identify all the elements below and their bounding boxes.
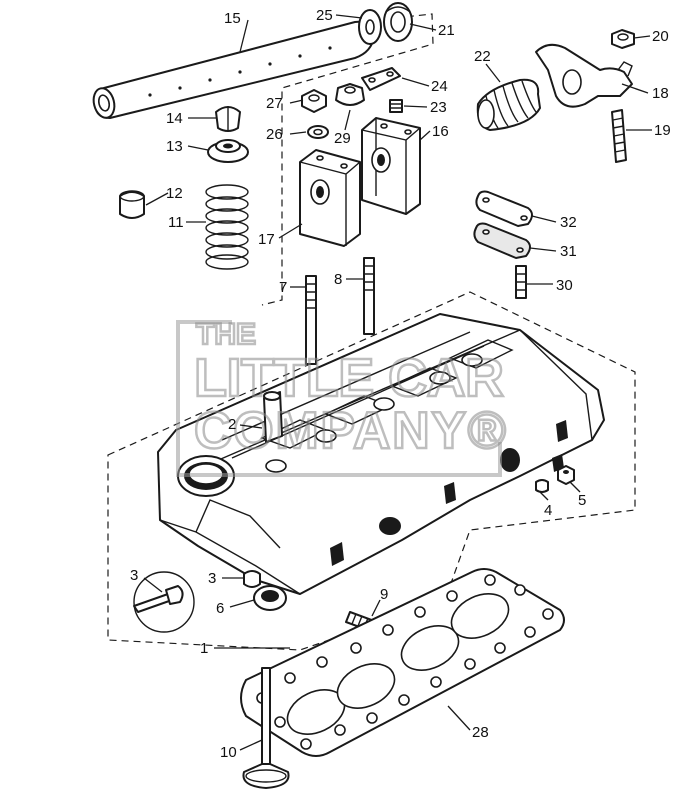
callout-5: 5 <box>578 492 586 509</box>
cover-gasket <box>473 222 531 259</box>
callout-30: 30 <box>556 277 573 294</box>
callout-19: 19 <box>654 122 671 139</box>
callout-16: 16 <box>432 123 449 140</box>
callout-28: 28 <box>472 724 489 741</box>
nut-small <box>557 465 575 485</box>
callout-32: 32 <box>560 214 577 231</box>
cover-plate <box>475 190 533 227</box>
callout-31: 31 <box>560 243 577 260</box>
stud-short <box>363 257 375 335</box>
callout-11: 11 <box>168 214 184 231</box>
callout-13: 13 <box>166 138 183 155</box>
plug-small <box>535 479 549 493</box>
rocker-spacer-spring <box>476 78 541 131</box>
stud-long <box>305 275 317 365</box>
core-plug-detail <box>133 571 195 633</box>
domed-nut <box>335 83 365 106</box>
valve-spring <box>205 184 249 270</box>
rocker-arm <box>535 43 633 108</box>
callout-29: 29 <box>334 130 351 147</box>
callout-20: 20 <box>652 28 669 45</box>
rocker-shaft <box>92 20 375 119</box>
watermark-line-3: COMPANY® <box>194 402 506 460</box>
callout-3b: 3 <box>208 570 216 587</box>
callout-9: 9 <box>380 586 388 603</box>
head-assembly-outline <box>107 291 636 651</box>
rocker-pedestal-rear <box>361 117 421 215</box>
callout-27: 27 <box>266 95 283 112</box>
plug <box>243 570 261 588</box>
head-gasket <box>240 568 565 757</box>
sealing-ring <box>253 585 287 611</box>
locking-plate <box>361 67 401 91</box>
rocker-assembly-outline <box>261 13 434 306</box>
cover-stud <box>515 265 527 299</box>
callout-25: 25 <box>316 7 333 24</box>
callout-2: 2 <box>228 416 236 433</box>
watermark-line-1: THE <box>196 318 256 351</box>
callout-15: 15 <box>224 10 241 27</box>
spring-washer <box>383 2 413 42</box>
callout-6: 6 <box>216 600 224 617</box>
callout-18: 18 <box>652 85 669 102</box>
pedestal-nut <box>301 89 327 113</box>
callout-4: 4 <box>544 502 552 519</box>
callout-14: 14 <box>166 110 183 127</box>
callout-17: 17 <box>258 231 275 248</box>
oil-feed-grommet <box>389 99 403 113</box>
valve-cotter <box>215 106 241 132</box>
callout-1: 1 <box>200 640 208 657</box>
callout-3a: 3 <box>130 567 138 584</box>
watermark-line-2: LITTLE CAR <box>194 348 504 408</box>
callout-23: 23 <box>430 99 447 116</box>
company-watermark: THE LITTLE CAR COMPANY® <box>176 317 507 477</box>
adjusting-screw <box>611 109 627 163</box>
callout-21: 21 <box>438 22 455 39</box>
callout-7: 7 <box>279 279 287 296</box>
leader-lines <box>143 14 652 751</box>
valve <box>242 667 290 789</box>
valve-stem-seal <box>119 190 145 219</box>
callout-22: 22 <box>474 48 491 65</box>
callout-8: 8 <box>334 271 342 288</box>
callout-12: 12 <box>166 185 183 202</box>
rocker-nut-top <box>611 29 635 49</box>
rocker-pedestal-front <box>299 149 361 247</box>
callout-10: 10 <box>220 744 237 761</box>
thrust-washer <box>358 9 382 45</box>
pedestal-washer <box>307 125 329 139</box>
callout-24: 24 <box>431 78 448 95</box>
valve-spring-collar <box>207 139 249 163</box>
callout-26: 26 <box>266 126 283 143</box>
callout-labels: 1 2 3 3 4 5 6 7 8 9 10 11 12 13 14 15 16… <box>130 7 671 761</box>
